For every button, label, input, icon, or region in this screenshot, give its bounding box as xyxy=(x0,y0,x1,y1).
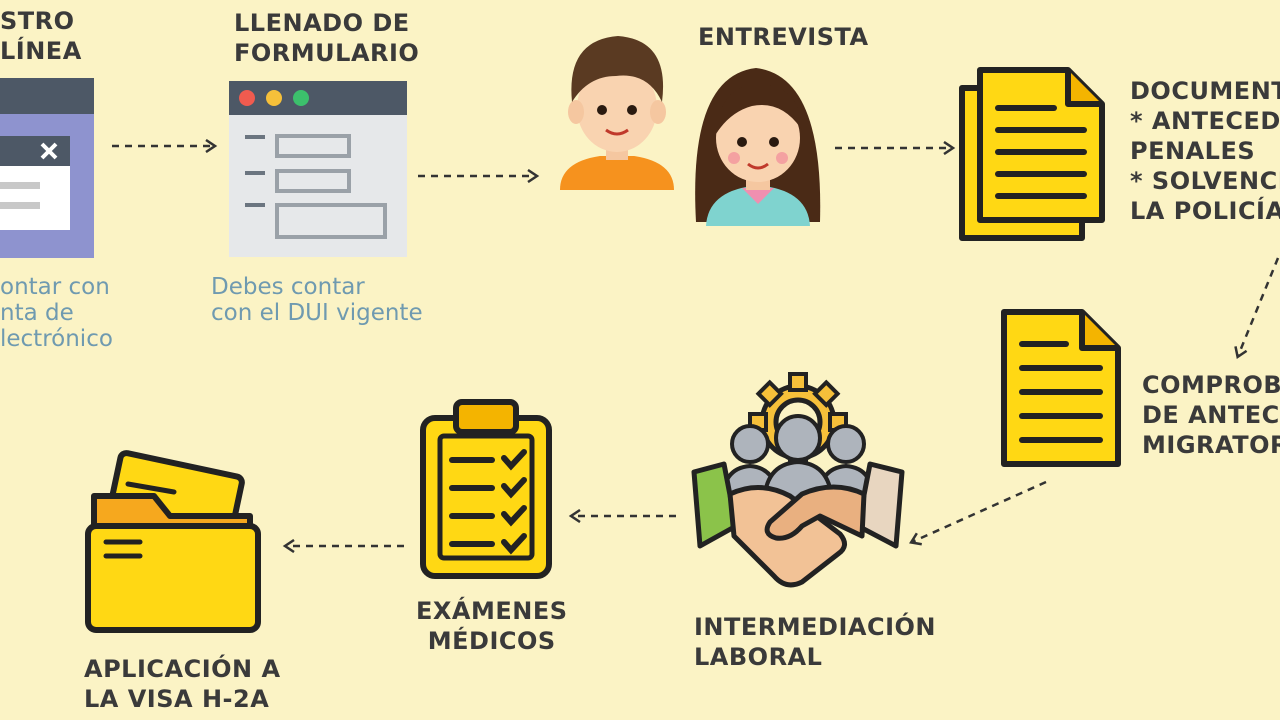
folder-icon xyxy=(85,450,261,633)
documents-icon xyxy=(959,67,1105,241)
step-registro-note: ontar con nta de lectrónico xyxy=(0,274,113,352)
step-documentos-title: DOCUMENT * ANTECEDE PENALES * SOLVENCIA … xyxy=(1130,77,1280,225)
step-examenes-title: EXÁMENES MÉDICOS xyxy=(416,597,568,655)
step-entrevista-title: ENTREVISTA xyxy=(698,23,869,51)
browser-dialog-icon xyxy=(0,78,94,258)
interview-people-icon xyxy=(560,36,821,226)
step-comprobante-title: COMPROBA DE ANTECE MIGRATOR xyxy=(1142,371,1280,459)
clipboard-checklist-icon xyxy=(420,399,552,579)
step-formulario-note: Debes contar con el DUI vigente xyxy=(211,274,423,326)
web-form-icon xyxy=(229,81,407,257)
step-intermediacion-title: INTERMEDIACIÓN LABORAL xyxy=(694,613,936,671)
step-formulario-title: LLENADO DE FORMULARIO xyxy=(234,9,420,67)
step-aplicacion-title: APLICACIÓN A LA VISA H-2A xyxy=(84,655,281,713)
document-icon xyxy=(1001,309,1121,467)
step-registro-title: STRO LÍNEA xyxy=(0,7,82,65)
handshake-team-icon xyxy=(691,372,905,588)
